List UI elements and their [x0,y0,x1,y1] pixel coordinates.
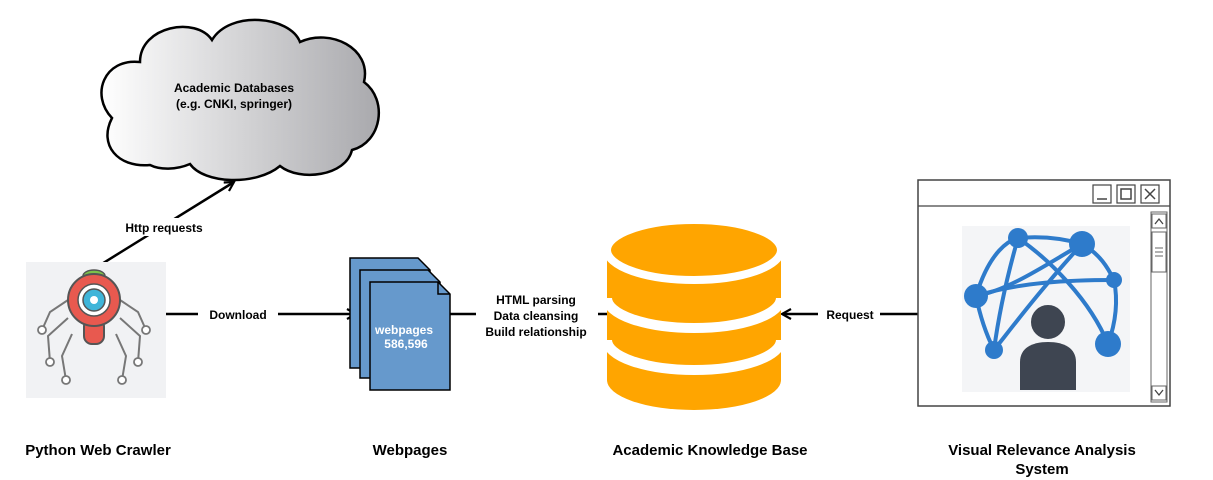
application-window-icon [917,179,1171,407]
caption-crawler: Python Web Crawler [25,442,171,459]
minimize-icon[interactable] [1092,184,1112,204]
cloud-icon [100,18,380,182]
cloud-academic-databases: Academic Databases (e.g. CNKI, springer) [100,18,380,182]
caption-system-line1: Visual Relevance Analysis [948,442,1136,459]
webpages-doc-line1: webpages [374,323,433,337]
close-icon[interactable] [1140,184,1160,204]
maximize-icon[interactable] [1116,184,1136,204]
edge-labels: Http requests Download HTML parsing Data… [112,218,880,340]
database-icon [602,216,786,410]
cloud-label-line1: Academic Databases [174,81,294,95]
download-label: Download [209,308,266,322]
webpages-doc-line2: 586,596 [384,337,428,351]
process-label-line3: Build relationship [485,325,586,339]
process-label-line2: Data cleansing [494,309,579,323]
caption-webpages: Webpages [373,442,448,459]
spider-robot-icon [26,262,166,398]
request-label: Request [826,308,873,322]
caption-knowledge-base: Academic Knowledge Base [612,442,807,459]
document-stack-icon: webpages 586,596 [349,257,451,391]
process-label-line1: HTML parsing [496,293,576,307]
http-requests-label: Http requests [125,221,203,235]
cloud-label-line2: (e.g. CNKI, springer) [176,97,292,111]
vertical-scrollbar[interactable] [1150,211,1168,403]
network-person-icon [962,226,1130,392]
captions: Python Web Crawler Webpages Academic Kno… [25,442,1136,478]
caption-system-line2: System [1015,461,1068,478]
